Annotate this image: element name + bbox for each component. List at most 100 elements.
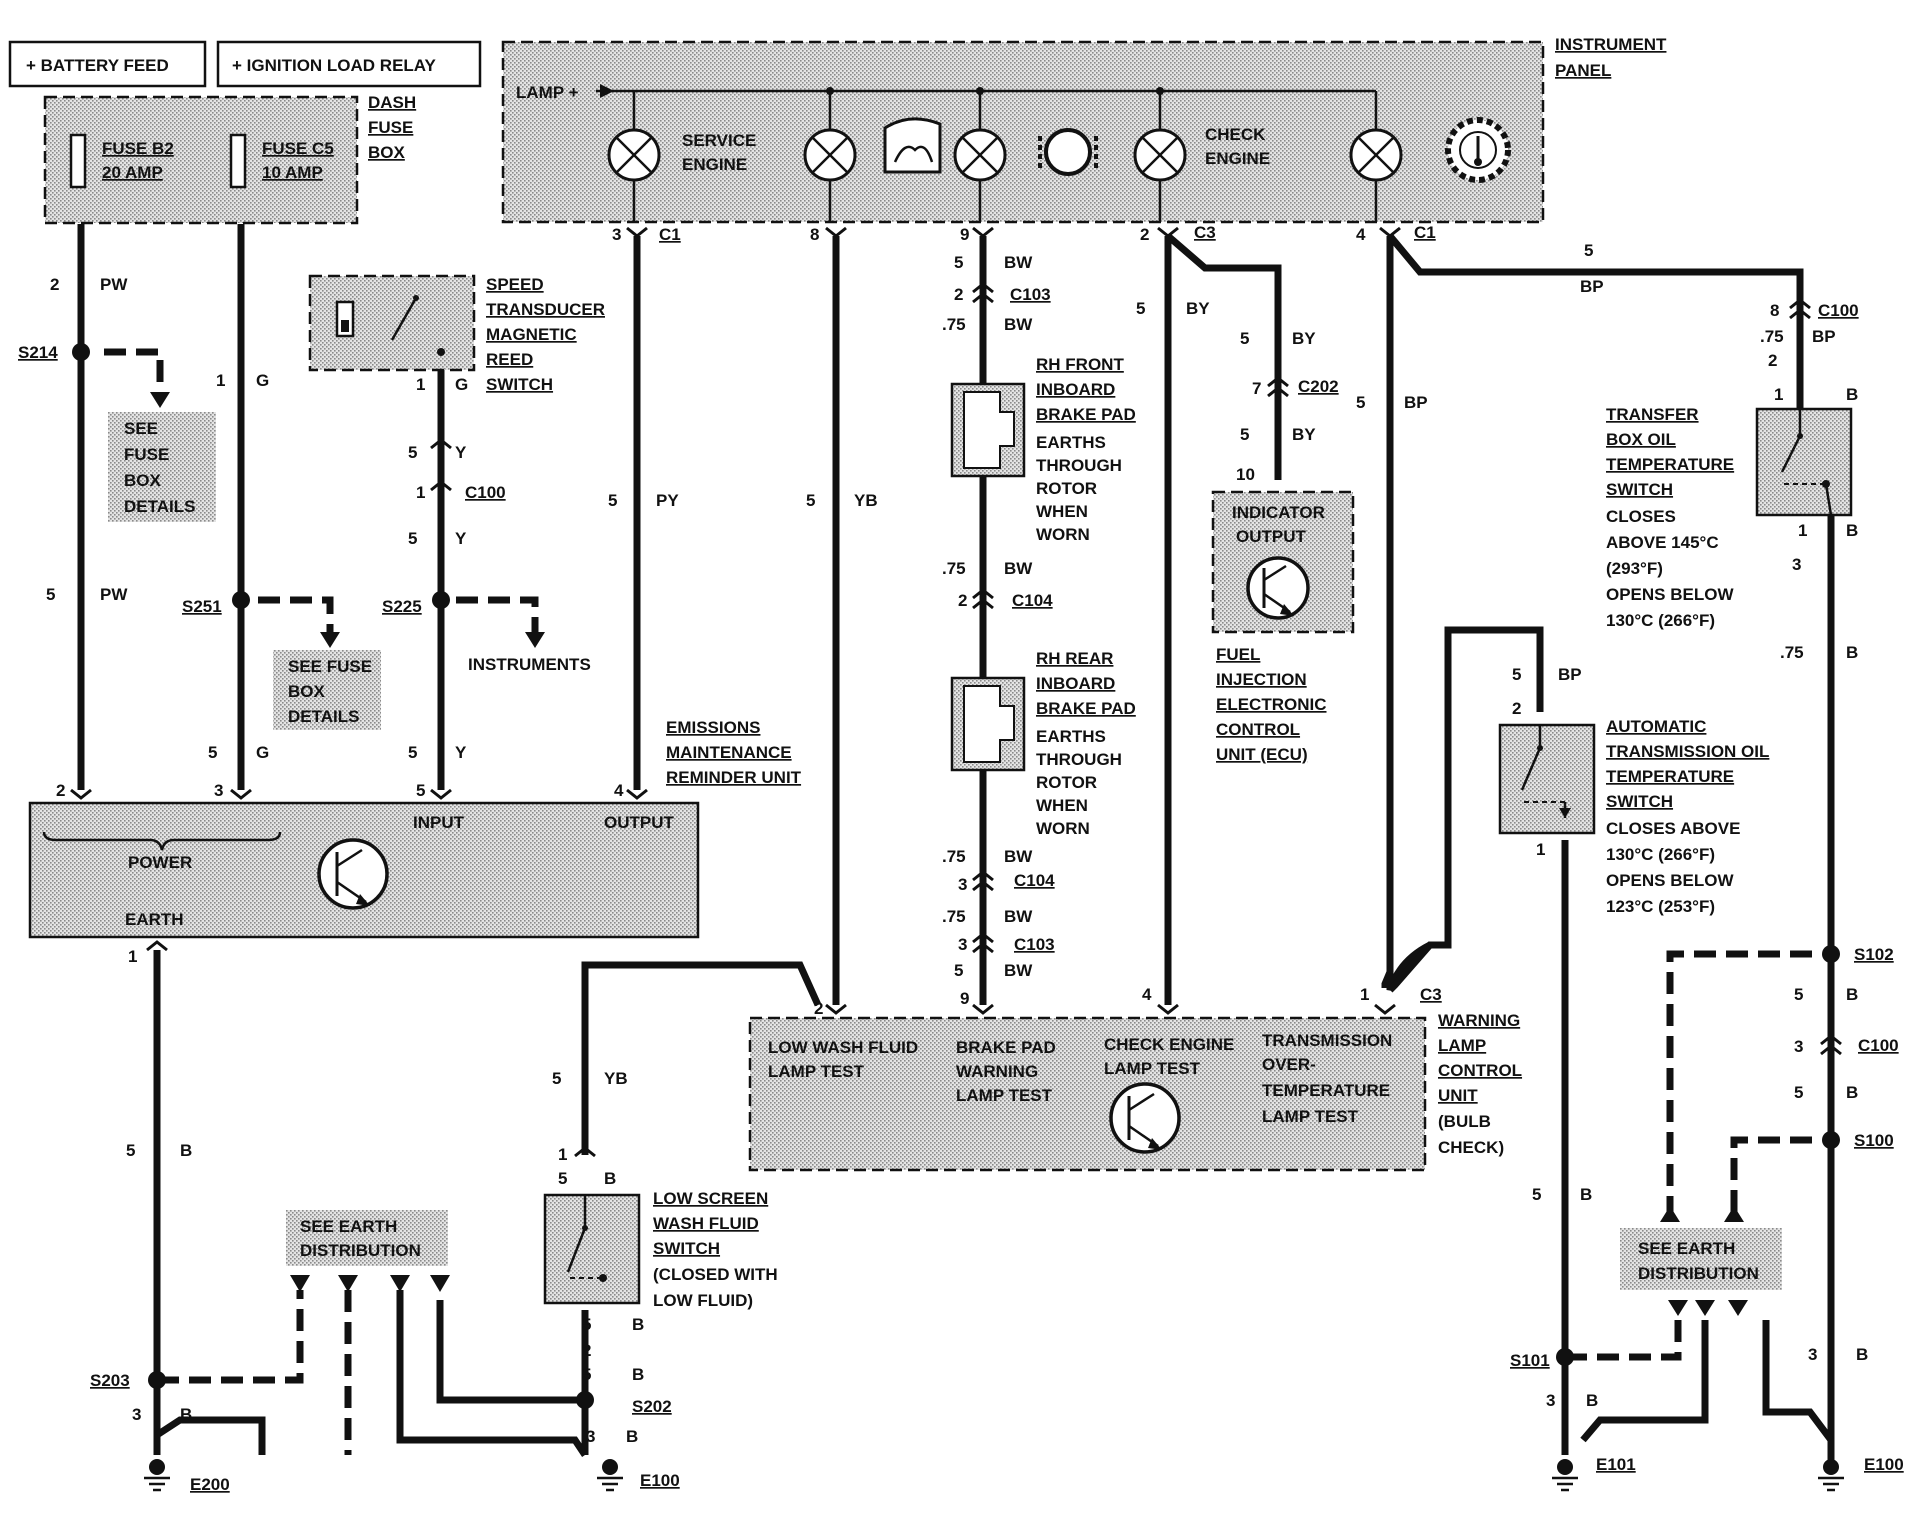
svg-text:C100: C100 — [1858, 1036, 1899, 1055]
transmission-temp-lamp — [1349, 128, 1403, 182]
svg-text:B: B — [604, 1169, 616, 1188]
svg-text:E101: E101 — [1596, 1455, 1636, 1474]
svg-text:B: B — [1846, 985, 1858, 1004]
svg-text:9: 9 — [960, 225, 969, 244]
svg-text:BRAKE PAD: BRAKE PAD — [1036, 405, 1136, 424]
svg-text:S102: S102 — [1854, 945, 1894, 964]
svg-text:5: 5 — [552, 1069, 561, 1088]
svg-text:5: 5 — [408, 743, 417, 762]
svg-text:WORN: WORN — [1036, 819, 1090, 838]
svg-text:B: B — [1846, 385, 1858, 404]
svg-text:DISTRIBUTION: DISTRIBUTION — [300, 1241, 421, 1260]
svg-text:FUSE C5: FUSE C5 — [262, 139, 334, 158]
svg-text:5: 5 — [1532, 1185, 1541, 1204]
svg-text:S100: S100 — [1854, 1131, 1894, 1150]
svg-text:1: 1 — [416, 483, 425, 502]
svg-text:(CLOSED WITH: (CLOSED WITH — [653, 1265, 778, 1284]
svg-text:130°C (266°F): 130°C (266°F) — [1606, 611, 1715, 630]
svg-text:7: 7 — [1252, 379, 1261, 398]
svg-text:3: 3 — [132, 1405, 141, 1424]
svg-text:5: 5 — [416, 781, 425, 800]
svg-text:LAMP: LAMP — [1438, 1036, 1486, 1055]
svg-text:1: 1 — [1798, 521, 1807, 540]
svg-text:UNIT: UNIT — [1438, 1086, 1478, 1105]
svg-text:5: 5 — [126, 1141, 135, 1160]
svg-text:ROTOR: ROTOR — [1036, 773, 1097, 792]
svg-text:INSTRUMENT: INSTRUMENT — [1555, 35, 1667, 54]
svg-text:LAMP +: LAMP + — [516, 83, 579, 102]
svg-text:BP: BP — [1580, 277, 1604, 296]
svg-text:2: 2 — [50, 275, 59, 294]
svg-text:E100: E100 — [1864, 1455, 1904, 1474]
svg-text:2: 2 — [1140, 225, 1149, 244]
svg-text:LAMP TEST: LAMP TEST — [1104, 1059, 1201, 1078]
earth-e101: E101 — [1552, 1455, 1636, 1492]
svg-text:WHEN: WHEN — [1036, 796, 1088, 815]
svg-text:8: 8 — [810, 225, 819, 244]
svg-text:OUTPUT: OUTPUT — [1236, 527, 1307, 546]
svg-text:SWITCH: SWITCH — [1606, 792, 1673, 811]
svg-text:PY: PY — [656, 491, 679, 510]
svg-text:Y: Y — [455, 529, 467, 548]
svg-text:.75: .75 — [1760, 327, 1784, 346]
svg-text:.75: .75 — [942, 315, 966, 334]
svg-text:3: 3 — [1808, 1345, 1817, 1364]
rh-front-brake-pad: RH FRONT INBOARD BRAKE PAD EARTHS THROUG… — [950, 355, 1136, 544]
svg-text:YB: YB — [854, 491, 878, 510]
svg-text:INBOARD: INBOARD — [1036, 674, 1115, 693]
svg-text:LOW SCREEN: LOW SCREEN — [653, 1189, 768, 1208]
svg-text:4: 4 — [1356, 225, 1366, 244]
svg-text:B: B — [1846, 1083, 1858, 1102]
svg-text:Y: Y — [455, 443, 467, 462]
svg-text:B: B — [180, 1141, 192, 1160]
svg-text:3: 3 — [586, 1427, 595, 1446]
svg-text:FUSE: FUSE — [368, 118, 413, 137]
svg-text:S251: S251 — [182, 597, 222, 616]
svg-text:BW: BW — [1004, 253, 1033, 272]
svg-text:SERVICE: SERVICE — [682, 131, 756, 150]
svg-text:ENGINE: ENGINE — [682, 155, 747, 174]
svg-text:10: 10 — [1236, 465, 1255, 484]
svg-text:DETAILS: DETAILS — [124, 497, 195, 516]
svg-text:.75: .75 — [942, 847, 966, 866]
svg-text:SWITCH: SWITCH — [486, 375, 553, 394]
earth-e100-left: E100 — [597, 1459, 680, 1492]
svg-text:C104: C104 — [1014, 871, 1055, 890]
see-earth-distribution-note-2: SEE EARTH DISTRIBUTION — [1620, 1206, 1782, 1316]
svg-text:2: 2 — [56, 781, 65, 800]
connector-labels: C1 C3 C1 C103 C104 C104 C103 C202 C100 C… — [465, 223, 1899, 1055]
svg-text:20 AMP: 20 AMP — [102, 163, 163, 182]
svg-text:2: 2 — [958, 591, 967, 610]
svg-text:2: 2 — [954, 285, 963, 304]
svg-text:FUSE B2: FUSE B2 — [102, 139, 174, 158]
svg-text:LAMP TEST: LAMP TEST — [956, 1086, 1053, 1105]
svg-text:B: B — [1586, 1391, 1598, 1410]
earth-e100-right: E100 — [1818, 1455, 1904, 1492]
svg-text:5: 5 — [208, 743, 217, 762]
svg-text:PANEL: PANEL — [1555, 61, 1611, 80]
svg-text:THROUGH: THROUGH — [1036, 750, 1122, 769]
svg-text:S203: S203 — [90, 1371, 130, 1390]
svg-text:TRANSFER: TRANSFER — [1606, 405, 1699, 424]
svg-text:9: 9 — [960, 989, 969, 1008]
svg-text:G: G — [256, 371, 269, 390]
svg-text:SWITCH: SWITCH — [1606, 480, 1673, 499]
check-engine-lamp — [1133, 128, 1187, 182]
svg-text:CHECK: CHECK — [1205, 125, 1266, 144]
emissions-maintenance-reminder-unit: POWER EARTH INPUT OUTPUT EMISSIONS MAINT… — [28, 718, 802, 939]
svg-text:5: 5 — [954, 253, 963, 272]
svg-text:BP: BP — [1404, 393, 1428, 412]
svg-text:5: 5 — [1794, 985, 1803, 1004]
svg-text:B: B — [180, 1405, 192, 1424]
svg-text:SEE FUSE: SEE FUSE — [288, 657, 372, 676]
svg-text:5: 5 — [1584, 241, 1593, 260]
svg-text:1: 1 — [1774, 385, 1783, 404]
svg-text:WARNING: WARNING — [956, 1062, 1038, 1081]
svg-text:MAINTENANCE: MAINTENANCE — [666, 743, 792, 762]
instrument-panel-box: INSTRUMENT PANEL LAMP + SERVICE ENGINE — [501, 35, 1667, 224]
svg-text:3: 3 — [1792, 555, 1801, 574]
svg-text:DASH: DASH — [368, 93, 416, 112]
earth-distribution-dashes — [104, 348, 1812, 1455]
